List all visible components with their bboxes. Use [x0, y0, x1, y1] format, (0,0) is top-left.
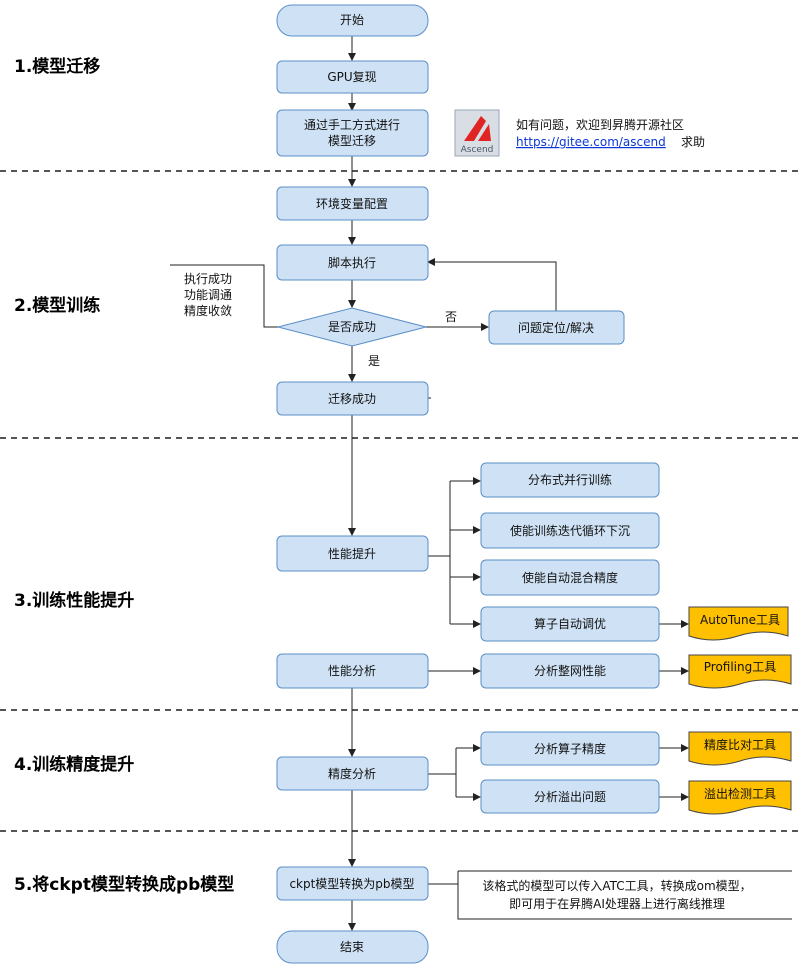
- train-note-line-1: 执行成功: [184, 272, 232, 286]
- net-perf-label: 分析整网性能: [534, 663, 606, 678]
- perf-analysis-node: [276, 653, 429, 689]
- convert-node: [276, 866, 429, 901]
- edge-label-yes: 是: [368, 354, 380, 368]
- section-title-1: 1.模型迁移: [14, 56, 100, 77]
- perf-improve-node: [276, 535, 429, 572]
- edge-label-no: 否: [445, 310, 457, 324]
- migrate-success-label: 迁移成功: [328, 392, 376, 406]
- overflow-node: [480, 779, 660, 814]
- perf-improve-label: 性能提升: [328, 546, 376, 561]
- community-link[interactable]: https://gitee.com/ascend: [516, 135, 666, 149]
- manual-migrate-node: [276, 109, 429, 157]
- net-perf-node: [480, 653, 660, 689]
- manual-migrate-label-1: 通过手工方式进行: [304, 117, 400, 132]
- env-config-node: [276, 186, 429, 221]
- convert-label: ckpt模型转换为pb模型: [289, 876, 414, 891]
- ascend-logo-mark: [464, 116, 486, 141]
- end-node: [276, 930, 429, 964]
- section-title-3: 3.训练性能提升: [14, 590, 134, 611]
- convert-note-line-1: 该格式的模型可以传入ATC工具，转换成om模型，: [482, 878, 751, 893]
- op-accuracy-node: [480, 731, 660, 766]
- decision-node: [277, 307, 427, 347]
- start-node: [276, 4, 429, 37]
- op-autotune-node: [480, 606, 660, 642]
- locate-fix-label: 问题定位/解决: [518, 320, 594, 335]
- autotune-tool-doc: [688, 606, 789, 641]
- ascend-logo-text: Ascend: [461, 145, 494, 155]
- gpu-reproduce-label: GPU复现: [327, 70, 376, 84]
- manual-migrate-label-2: 模型迁移: [328, 134, 376, 148]
- migrate-success-node: [276, 381, 429, 416]
- profiling-tool-label: Profiling工具: [704, 660, 777, 674]
- accuracy-analysis-node: [276, 756, 429, 791]
- loop-sink-node: [480, 512, 660, 549]
- accuracy-compare-tool-doc: [688, 731, 792, 766]
- perf-analysis-label: 性能分析: [328, 664, 376, 678]
- script-run-label: 脚本执行: [328, 255, 376, 270]
- end-node-label: 结束: [340, 940, 364, 954]
- mixed-precision-node: [480, 559, 660, 596]
- op-autotune-label: 算子自动调优: [534, 616, 606, 631]
- community-suffix: 求助: [681, 135, 705, 149]
- start-node-label: 开始: [340, 13, 364, 27]
- script-run-node: [276, 244, 429, 281]
- overflow-tool-label: 溢出检测工具: [704, 786, 776, 801]
- profiling-tool-doc: [688, 654, 792, 689]
- section-title-4: 4.训练精度提升: [14, 754, 134, 775]
- section-title-5: 5.将ckpt模型转换成pb模型: [14, 874, 234, 895]
- distributed-train-node: [480, 462, 660, 498]
- mixed-precision-label: 使能自动混合精度: [522, 570, 618, 585]
- ascend-logo: Ascend: [454, 109, 500, 157]
- loop-sink-label: 使能训练迭代循环下沉: [510, 523, 630, 538]
- distributed-train-label: 分布式并行训练: [528, 472, 612, 487]
- decision-label: 是否成功: [328, 320, 376, 334]
- locate-fix-node: [488, 310, 625, 345]
- accuracy-compare-tool-label: 精度比对工具: [704, 737, 776, 752]
- train-note-line-3: 精度收敛: [184, 303, 232, 318]
- autotune-tool-label: AutoTune工具: [700, 613, 780, 627]
- train-note-line-2: 功能调通: [184, 288, 232, 302]
- convert-note-line-2: 即可用于在昇腾AI处理器上进行离线推理: [509, 896, 725, 911]
- section-title-2: 2.模型训练: [14, 295, 100, 316]
- overflow-label: 分析溢出问题: [534, 790, 606, 804]
- gpu-reproduce-node: [276, 60, 429, 94]
- env-config-label: 环境变量配置: [316, 196, 388, 211]
- overflow-tool-doc: [688, 780, 792, 815]
- community-text: 如有问题，欢迎到昇腾开源社区: [516, 117, 684, 132]
- accuracy-analysis-label: 精度分析: [328, 766, 376, 781]
- op-accuracy-label: 分析算子精度: [534, 741, 606, 756]
